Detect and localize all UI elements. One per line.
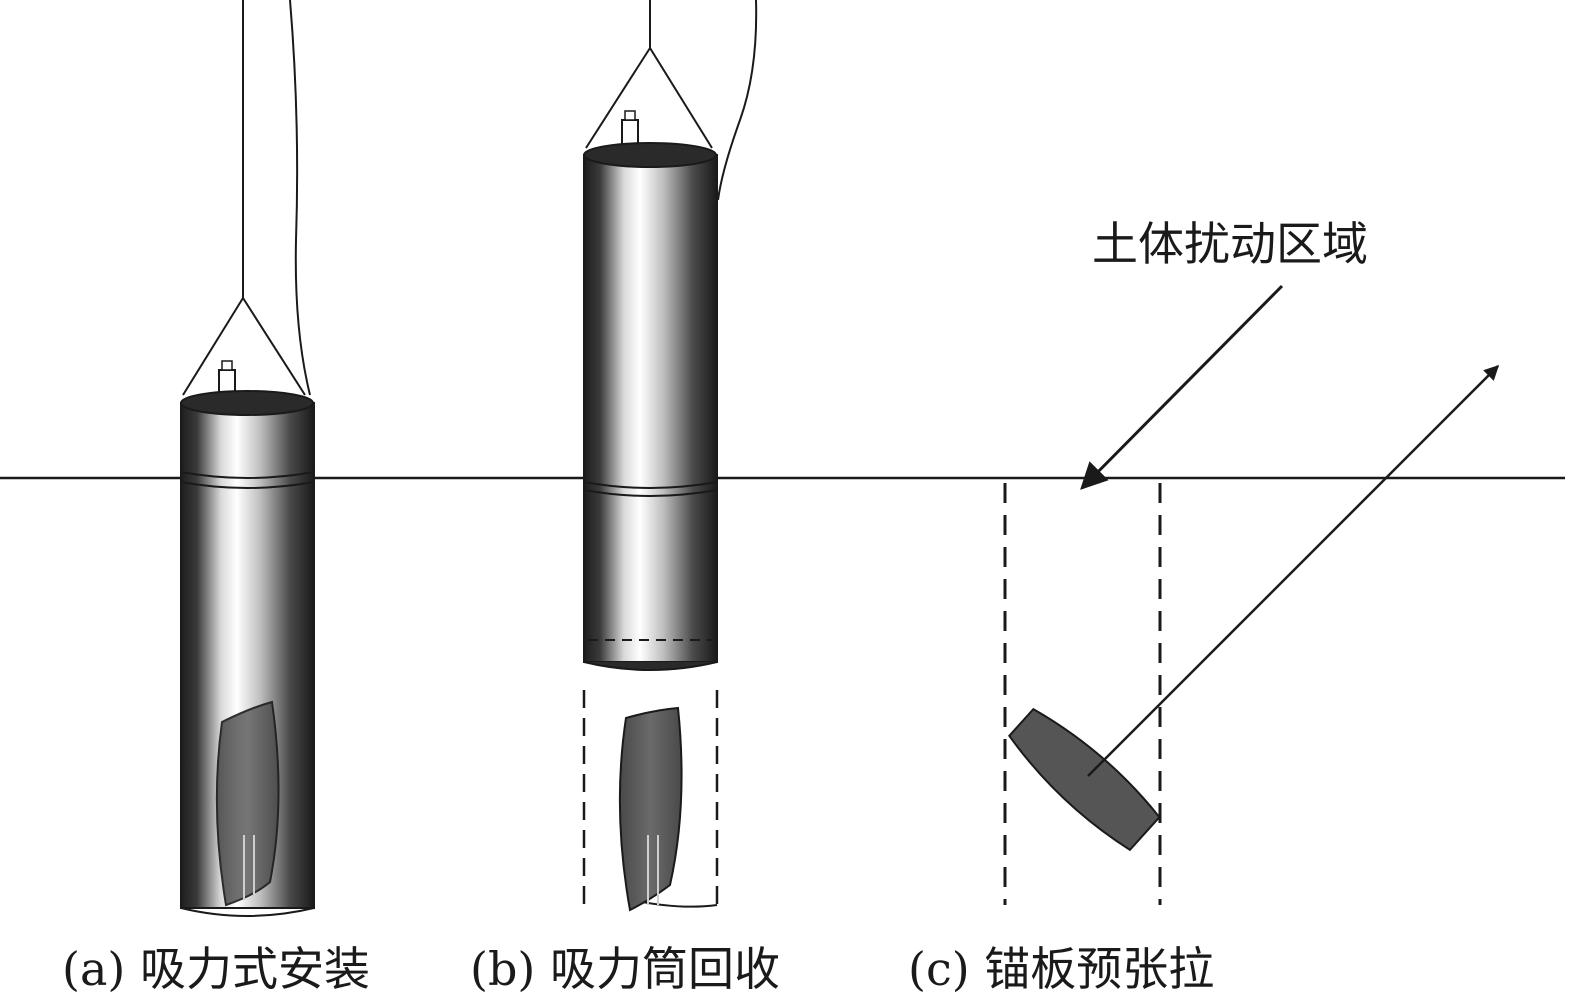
pretension-line — [1087, 364, 1500, 777]
caisson-top — [180, 390, 314, 416]
annotation-label: 土体扰动区域 — [1092, 217, 1368, 271]
panel-c-pretension: 土体扰动区域 — [1003, 217, 1500, 905]
sling — [585, 47, 713, 149]
caisson-top — [583, 142, 717, 168]
panel-b-retrieval — [582, 0, 758, 912]
anchor-plate — [1007, 707, 1161, 852]
panel-a-installation — [180, 0, 315, 917]
caisson-bottom — [583, 661, 718, 671]
caption-a: (a) 吸力式安装 — [62, 942, 370, 996]
caisson-bottom — [180, 907, 315, 917]
anchor-plate — [215, 700, 280, 907]
caption-b: (b) 吸力筒回收 — [470, 942, 780, 996]
caption-c: (c) 锚板预张拉 — [908, 942, 1214, 996]
sling — [182, 297, 306, 396]
umbilical-cable — [289, 0, 311, 396]
anchor-plate — [618, 706, 683, 912]
umbilical-cable — [717, 0, 758, 201]
annotation-arrow — [1080, 284, 1284, 490]
valve-cap — [624, 110, 636, 121]
suction-caisson — [583, 154, 718, 663]
valve-cap — [221, 360, 233, 371]
